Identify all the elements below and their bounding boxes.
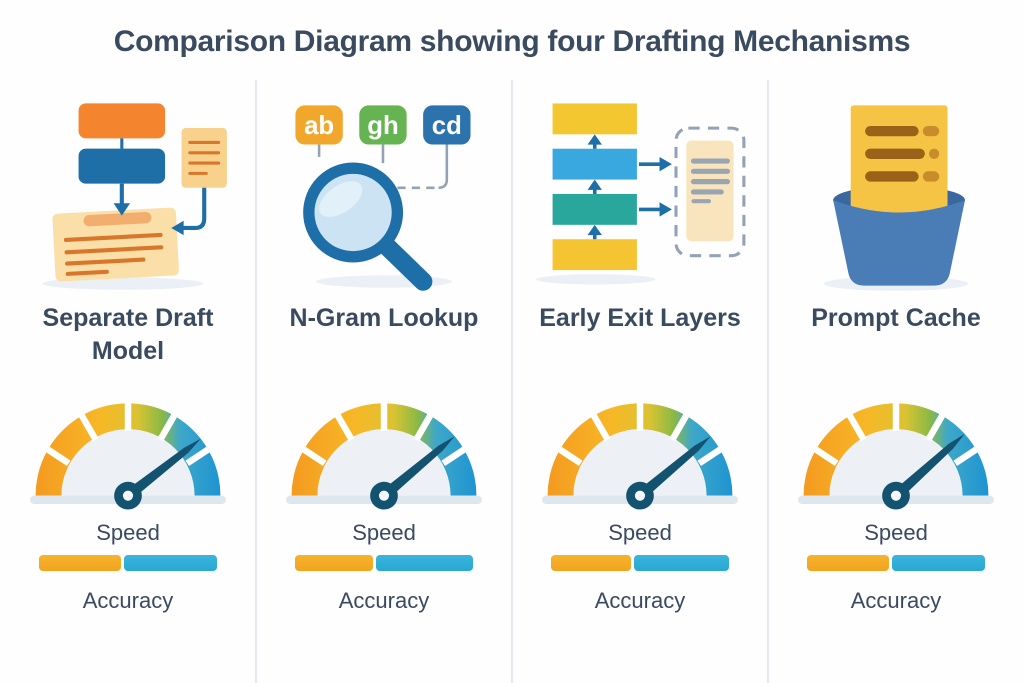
speed-gauge [286,402,482,510]
mechanism-name: Separate Draft Model [42,304,214,365]
accuracy-bar [807,555,985,571]
curved-arrow [181,187,207,231]
speed-label: Speed [864,520,928,545]
mechanism-name: N-Gram Lookup [289,304,479,332]
accuracy-bar-blue-segment [123,555,217,571]
draft-note [52,207,179,282]
token-tag-cd [423,105,471,145]
mechanism-name: Prompt Cache [811,304,981,332]
accuracy-bar-blue-segment [891,555,985,571]
accuracy-label: Accuracy [594,588,686,613]
ngram-magnifier-icon: ab gh cd [295,105,471,291]
layer-teal [552,193,637,225]
early-exit-layers-icon [536,103,746,285]
gauge-needle [121,438,201,503]
column-prompt-cache: Prompt Cache Speed Accurac [768,84,1024,614]
gauge-needle [889,433,965,503]
column-separate-draft-model: Separate Draft Model Speed [0,84,256,614]
accuracy-bar-orange-segment [807,555,889,571]
accuracy-label: Accuracy [850,588,942,613]
layer-bottom-yellow [552,239,637,271]
speed-gauge [542,402,738,510]
accuracy-bar [551,555,729,571]
token-tag-ab-text: ab [304,112,334,140]
accuracy-bar [295,555,473,571]
magnifier-icon [303,162,433,291]
flowchart-orange-box [78,103,166,139]
speed-label: Speed [608,520,672,545]
exit-target-dashed-box [674,126,746,258]
accuracy-bar [39,555,217,571]
small-note [181,128,227,188]
speed-label: Speed [96,520,160,545]
accuracy-bar-orange-segment [39,555,121,571]
mechanism-name: Early Exit Layers [539,304,741,332]
token-tag-gh [359,105,407,145]
token-tag-cd-text: cd [432,112,462,140]
speed-label: Speed [352,520,416,545]
header: Comparison Diagram showing four Drafting… [0,0,1024,84]
cached-document [850,105,948,221]
column-divider [767,80,769,683]
column-divider [255,80,257,683]
bucket-body [833,200,966,286]
mechanism-columns: Separate Draft Model Speed [0,84,1024,614]
gauge-needle [633,436,711,503]
column-n-gram-lookup: ab gh cd N-Gram Lookup [256,84,512,614]
accuracy-bar-orange-segment [551,555,632,571]
layer-blue [552,148,637,180]
accuracy-bar-blue-segment [376,555,473,571]
token-tag-ab [295,105,343,145]
accuracy-bar-blue-segment [634,555,729,571]
column-divider [511,80,513,683]
speed-gauge [798,402,994,510]
draft-model-flowchart-icon [42,103,227,290]
flowchart-blue-box [78,148,166,184]
accuracy-bar-orange-segment [295,555,374,571]
page-title: Comparison Diagram showing four Drafting… [113,25,911,58]
gauge-needle [377,436,455,503]
accuracy-label: Accuracy [338,588,430,613]
column-early-exit-layers: Early Exit Layers Speed Ac [512,84,768,614]
speed-gauge [30,402,226,510]
token-tag-gh-text: gh [367,112,398,140]
accuracy-label: Accuracy [82,588,174,613]
prompt-cache-icon [823,105,969,291]
layer-top-yellow [552,103,637,135]
